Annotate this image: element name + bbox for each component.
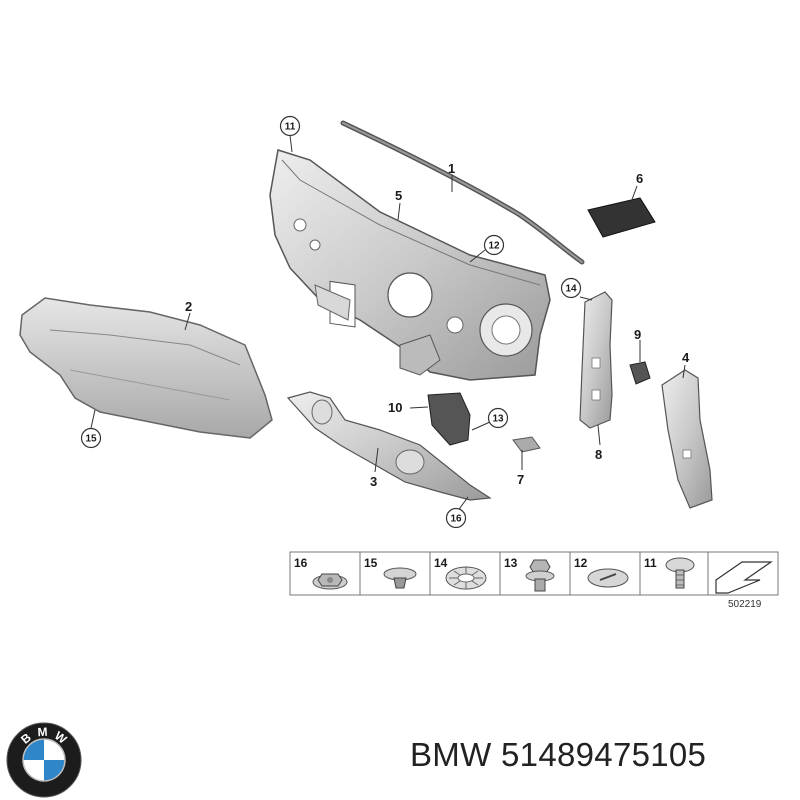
svg-text:12: 12 [488,241,500,252]
svg-text:15: 15 [85,434,97,445]
svg-text:14: 14 [565,284,577,295]
callout-14: 14 [560,277,582,299]
svg-text:16: 16 [450,514,462,525]
fastener-14-star-washer [445,566,487,590]
bulkhead-panel [269,149,551,381]
arrow-icon [715,561,773,594]
callout-2: 2 [185,299,192,314]
callout-12: 12 [483,234,505,256]
callout-16: 16 [445,507,467,529]
footer-caption: BMW 51489475105 [410,736,706,774]
part-6-pad [587,197,656,238]
part-8-bracket [579,291,613,429]
callout-4: 4 [682,350,690,365]
callout-13: 13 [487,407,509,429]
callout-15: 15 [80,427,102,449]
strip-label-15: 15 [364,556,378,570]
fastener-15-clip [383,567,417,589]
callout-5: 5 [395,188,402,203]
fastener-strip: 16 15 14 13 12 11 [289,551,779,596]
part-4-pillar-trim [661,369,713,509]
part-7-clip [512,436,541,453]
part-10-foam [427,392,471,446]
callout-8: 8 [595,447,602,462]
callout-10: 10 [388,400,402,415]
callout-3: 3 [370,474,377,489]
part-9-cap [629,361,651,385]
fastener-11-rivet [665,557,695,589]
svg-text:13: 13 [492,414,504,425]
part-3-heat-shield [286,391,492,501]
callout-9: 9 [634,327,641,342]
part-number: 51489475105 [501,736,707,773]
strip-label-16: 16 [294,556,308,570]
strip-label-11: 11 [644,556,657,570]
svg-text:11: 11 [285,122,296,133]
part-2-insulation [19,297,273,439]
fastener-13-bolt [525,559,555,592]
callout-7: 7 [517,472,524,487]
reference-code: 502219 [728,599,762,610]
callout-1: 1 [448,161,455,176]
strip-label-12: 12 [574,556,588,570]
fastener-12-clip [587,568,629,588]
brand-name: BMW [410,736,492,773]
callout-11: 11 [279,115,301,137]
callout-6: 6 [636,171,643,186]
fastener-16-nut [312,573,348,590]
strip-label-14: 14 [434,556,448,570]
strip-label-13: 13 [504,556,518,570]
